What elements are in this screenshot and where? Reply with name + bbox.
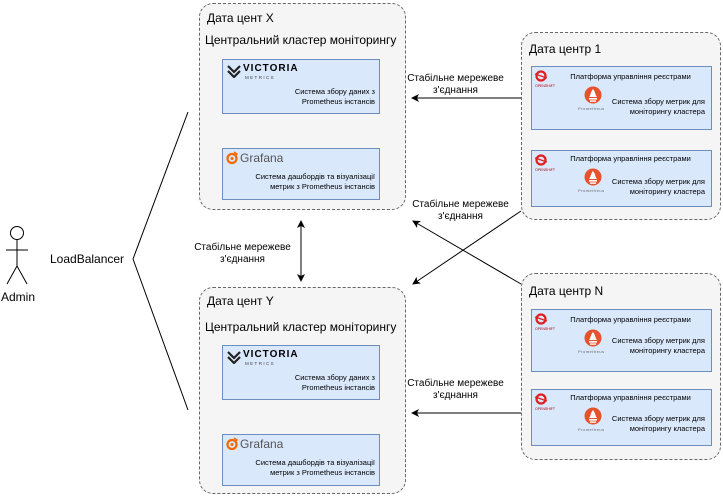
prometheus-logo-text: Prometheus: [578, 106, 605, 111]
datacenter-y-title: Дата цент Y: [207, 294, 274, 308]
victoria-logo-text: VICTORIA: [243, 349, 299, 360]
grafana-logo-icon: [226, 151, 239, 165]
openshift-logo-text: OPENSHIFT: [535, 84, 556, 88]
prometheus-logo-icon: [584, 86, 602, 104]
lb-line-top: [132, 111, 189, 260]
dcn-cluster-1-platform: Платформа управління реєстрами: [570, 315, 691, 324]
grafana-logo-icon: [226, 437, 239, 451]
prometheus-logo-text: Prometheus: [578, 349, 605, 354]
dc1-cluster-1-platform: Платформа управління реєстрами: [570, 72, 691, 81]
datacenter-x-title: Дата цент X: [207, 11, 274, 25]
openshift-logo-icon: [534, 70, 548, 82]
dcn-cluster-2-card: OPENSHIFT Платформа управління реєстрами…: [531, 389, 712, 446]
datacenter-n-title: Дата центр N: [529, 284, 604, 298]
dc1-cluster-2-platform: Платформа управління реєстрами: [570, 154, 691, 163]
prometheus-logo-icon: [584, 329, 602, 347]
lb-line-bottom: [132, 258, 189, 411]
victoriametrics-logo-icon: [227, 351, 241, 364]
openshift-logo-icon: [534, 393, 548, 405]
victoria-logo-subtext: METRICS: [245, 361, 276, 366]
dcn-cluster-1-card: OPENSHIFT Платформа управління реєстрами…: [531, 309, 712, 372]
prometheus-logo-text: Prometheus: [578, 188, 605, 193]
admin-actor-icon: [6, 226, 28, 285]
dcn-to-x-arrow: [412, 220, 522, 285]
openshift-logo-text: OPENSHIFT: [535, 407, 556, 411]
datacenter-1-title: Дата центр 1: [529, 42, 602, 56]
dc1-cluster-1-card: OPENSHIFT Платформа управління реєстрами…: [531, 66, 712, 130]
grafana-logo-text: Grafana: [240, 437, 284, 451]
admin-label: Admin: [0, 290, 35, 304]
victoria-logo-subtext: METRICS: [245, 75, 276, 80]
dcn-cluster-2-platform: Платформа управління реєстрами: [570, 393, 691, 402]
openshift-logo-icon: [534, 313, 548, 325]
prometheus-logo-text: Prometheus: [578, 427, 605, 432]
openshift-logo-text: OPENSHIFT: [535, 168, 556, 172]
datacenter-y-subtitle: Центральний кластер моніторингу: [205, 320, 397, 334]
datacenter-x-subtitle: Центральний кластер моніторингу: [205, 33, 397, 47]
prometheus-logo-icon: [584, 168, 602, 186]
victoriametrics-logo-icon: [227, 65, 241, 78]
victoria-logo-text: VICTORIA: [243, 63, 299, 74]
dc1-cluster-2-card: OPENSHIFT Платформа управління реєстрами…: [531, 150, 712, 207]
prometheus-logo-icon: [584, 407, 602, 425]
openshift-logo-icon: [534, 154, 548, 166]
dc1-to-y-arrow: [412, 210, 522, 285]
openshift-logo-text: OPENSHIFT: [535, 327, 556, 331]
load-balancer-label: LoadBalancer: [50, 252, 125, 266]
grafana-logo-text: Grafana: [240, 151, 284, 165]
x-grafana-card: Grafana Система дашбордів та візуалізаці…: [222, 148, 380, 200]
y-grafana-card: Grafana Система дашбордів та візуалізаці…: [222, 434, 380, 486]
